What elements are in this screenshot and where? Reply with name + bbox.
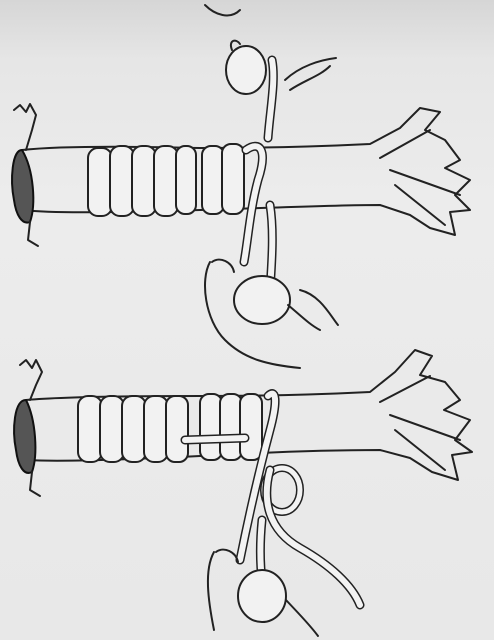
coils-top	[88, 144, 244, 216]
smudge	[205, 5, 240, 15]
hand-top-upper	[226, 41, 336, 94]
coils-bottom	[78, 394, 262, 462]
top-panel	[12, 5, 470, 368]
bottom-panel	[14, 350, 472, 636]
